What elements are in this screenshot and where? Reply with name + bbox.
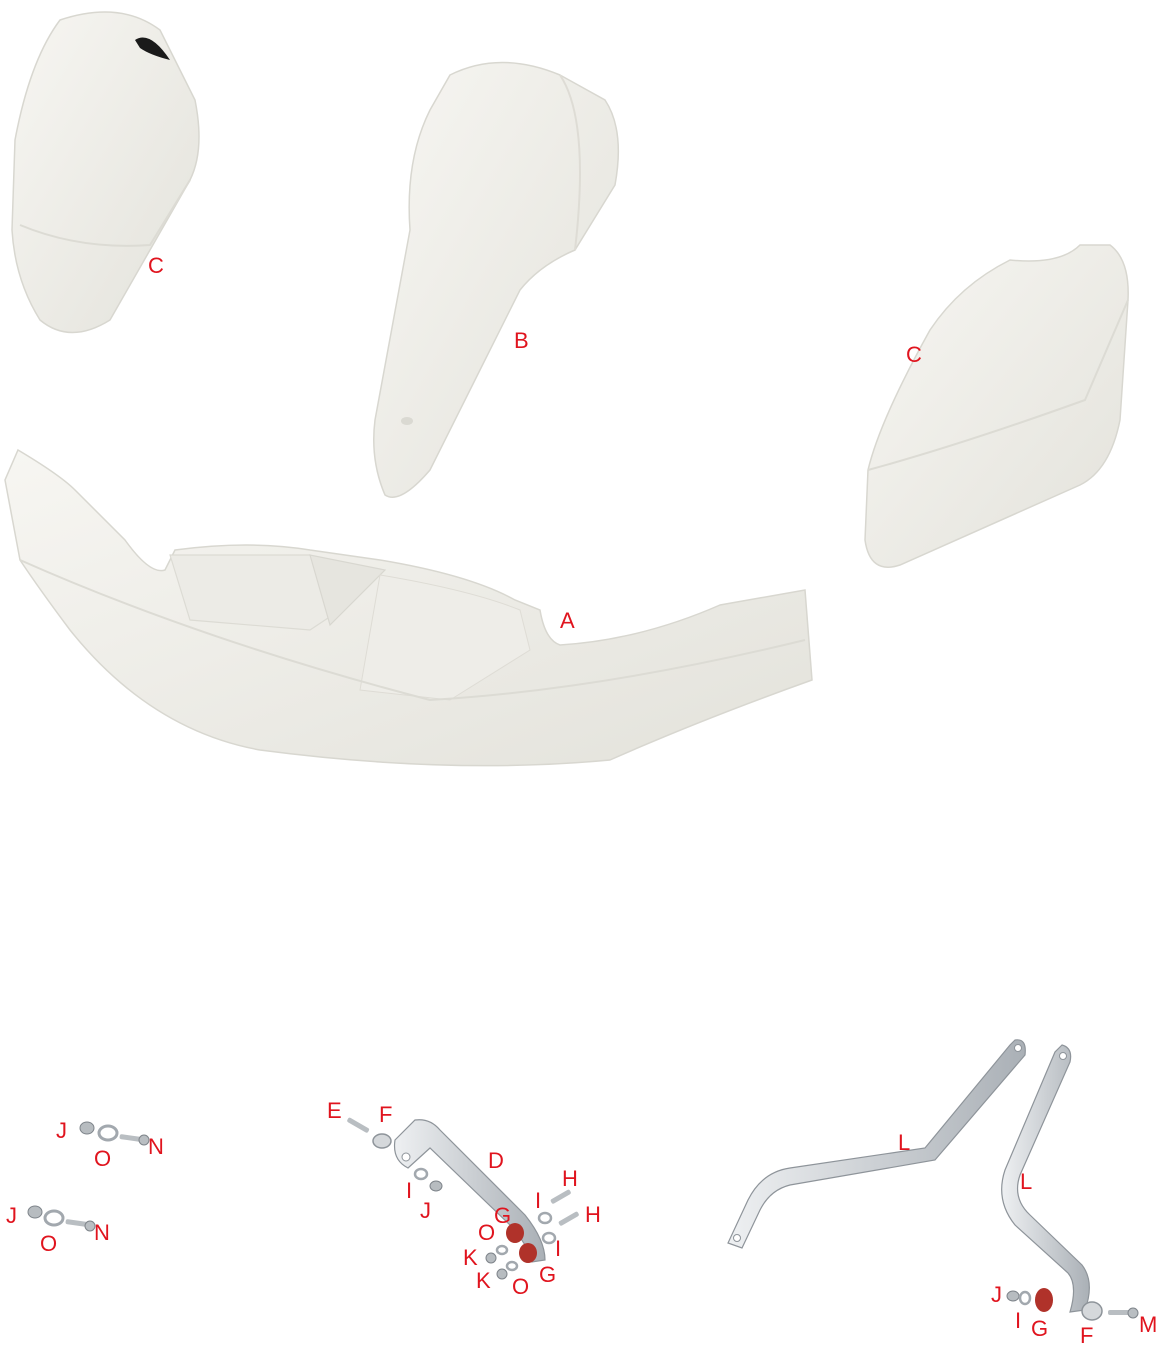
label-f: F [379,1104,392,1126]
side-fairing-left [12,12,199,333]
arm-bracket-right-l [1002,1045,1090,1312]
label-i: I [1015,1310,1021,1332]
front-nose-fairing [5,450,812,766]
nose-top-fairing [374,63,619,498]
arm-bracket-left-l [728,1040,1025,1248]
label-j: J [56,1120,67,1142]
label-j: J [991,1284,1002,1306]
label-part-b: B [514,330,529,352]
label-o: O [40,1233,57,1255]
label-j: J [6,1205,17,1227]
label-part-a: A [560,610,575,632]
label-i: I [535,1190,541,1212]
label-h: H [585,1204,601,1226]
label-g: G [494,1205,511,1227]
label-i: I [555,1238,561,1260]
label-l: L [1020,1171,1032,1193]
label-o: O [512,1276,529,1298]
label-n: N [148,1136,164,1158]
label-g: G [1031,1318,1048,1340]
label-h: H [562,1168,578,1190]
label-part-d: D [488,1150,504,1172]
label-k: K [463,1247,478,1269]
label-g: G [539,1264,556,1286]
label-n: N [94,1222,110,1244]
label-i: I [406,1180,412,1202]
label-k: K [476,1270,491,1292]
hardware-left-bottom [28,1206,95,1231]
label-o: O [94,1148,111,1170]
label-part-c-left: C [148,255,164,277]
label-l: L [898,1132,910,1154]
label-o: O [478,1222,495,1244]
hardware-left-top [80,1122,149,1145]
side-fairing-right [865,245,1128,567]
label-f: F [1080,1325,1093,1347]
label-j: J [420,1200,431,1222]
label-e: E [327,1100,342,1122]
label-m: M [1139,1314,1157,1336]
label-part-c-right: C [906,344,922,366]
